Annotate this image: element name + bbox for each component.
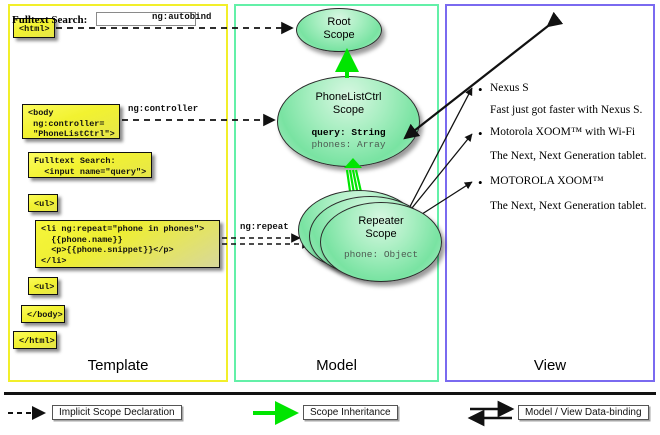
phonelistctrl-scope-prop-phones: phones: Array	[311, 139, 386, 150]
legend-model-view-data-binding: Model / View Data-binding	[518, 405, 649, 420]
panel-view: View	[445, 4, 655, 382]
repeater-scope-prop-phone: phone: Object	[343, 249, 419, 260]
view-item-snippet-1: The Next, Next Generation tablet.	[490, 150, 647, 162]
repeater-scope-title-2: Scope	[365, 228, 397, 240]
root-scope-title-2: Scope	[323, 29, 355, 41]
panel-template: Template	[8, 4, 228, 382]
panel-model-title: Model	[316, 357, 357, 374]
fulltext-search-box: Fulltext Search: <input name="query">	[28, 152, 152, 178]
li-repeat-box: <li ng:repeat="phone in phones"> {{phone…	[35, 220, 220, 268]
panel-view-title: View	[533, 357, 567, 374]
repeater-scope: Repeater Scope phone: Object	[320, 202, 442, 282]
view-item-snippet-2: The Next, Next Generation tablet.	[490, 200, 647, 212]
legend-implicit-scope-declaration: Implicit Scope Declaration	[52, 405, 182, 420]
phonelistctrl-scope: PhoneListCtrl Scope query: String phones…	[277, 76, 420, 167]
phonelistctrl-scope-title-2: Scope	[332, 104, 365, 116]
html-close-box: </html>	[13, 331, 57, 349]
view-bullet-icon: •	[478, 126, 483, 141]
view-search-input[interactable]	[96, 12, 196, 26]
ul-close-box: <ul>	[28, 277, 58, 295]
ng-autobind-label: ng:autobind	[152, 12, 212, 22]
view-bullet-icon: •	[478, 82, 483, 97]
view-item-snippet-0: Fast just got faster with Nexus S.	[490, 104, 643, 116]
phonelistctrl-scope-title-1: PhoneListCtrl	[315, 91, 382, 103]
ng-controller-label: ng:controller	[128, 104, 199, 114]
view-item-name-1: Motorola XOOM™ with Wi-Fi	[490, 126, 636, 138]
body-open-box: <body ng:controller= "PhoneListCtrl">	[22, 104, 120, 139]
ng-repeat-label: ng:repeat	[240, 222, 289, 232]
view-item-name-2: MOTOROLA XOOM™	[490, 175, 604, 187]
panel-template-title: Template	[87, 357, 149, 374]
repeater-scope-title-1: Repeater	[358, 215, 404, 227]
legend: Implicit Scope Declaration Scope Inherit…	[0, 392, 660, 435]
view-bullet-icon: •	[478, 175, 483, 190]
phonelistctrl-scope-prop-query: query: String	[311, 127, 386, 138]
body-close-box: </body>	[21, 305, 65, 323]
legend-scope-inheritance: Scope Inheritance	[303, 405, 398, 420]
view-item-name-0: Nexus S	[490, 82, 529, 94]
html-open-box: <html>	[13, 18, 55, 38]
root-scope: Root Scope	[296, 8, 382, 52]
legend-divider	[4, 392, 656, 395]
root-scope-title-1: Root	[327, 16, 351, 28]
view-search-label: Fulltext Search:	[12, 14, 88, 26]
ul-open-box: <ul>	[28, 194, 58, 212]
